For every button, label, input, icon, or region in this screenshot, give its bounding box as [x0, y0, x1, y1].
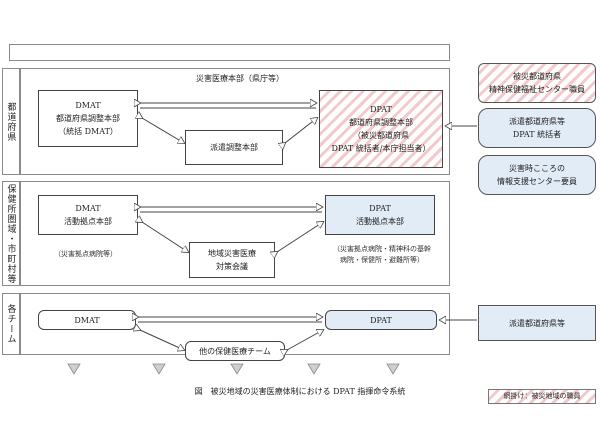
section-label-prefecture: 都道府県	[2, 68, 20, 175]
mental-support-center-box: 災害時こころの 情報支援センター要員	[478, 155, 596, 195]
arrow-b2-diag-left	[142, 222, 188, 252]
dpat-activity-hq-line1: DPAT	[369, 204, 391, 213]
regional-disaster-council-line2: 対策会議	[216, 262, 248, 271]
affected-prefecture-staff-line1: 被災都道府県	[513, 72, 561, 81]
affected-prefecture-staff-line2: 精神保健福祉センター職員	[489, 85, 585, 94]
dispatch-coordination-hq-box: 派遣調整本部	[185, 130, 283, 165]
dispatching-prefecture-dpat-lead-line1: 派遣都道府県等	[509, 117, 565, 126]
section-label-prefecture-text: 都道府県	[5, 101, 16, 142]
dmat-team-label: DMAT	[74, 315, 100, 325]
dispatching-prefecture-team-label: 派遣都道府県等	[509, 318, 565, 328]
arrow-b3-diag-right	[287, 330, 323, 350]
dpat-prefectural-hq-line1: DPAT	[370, 105, 392, 114]
arrow-b2-diag-right	[277, 222, 323, 252]
dpat-prefectural-hq-line2: 都道府県調整本部	[349, 118, 413, 127]
other-medical-teams-label: 他の保健医療チーム	[199, 346, 271, 356]
mental-support-center-line1: 災害時こころの	[509, 164, 565, 173]
legend-box: 網掛け：被災地域の職員	[488, 389, 596, 404]
dmat-activity-hq-line1: DMAT	[75, 204, 101, 213]
section-label-health-area-text: 保健所圏域・市町村等	[5, 183, 16, 284]
dmat-prefectural-hq-line2: 都道府県調整本部	[56, 114, 120, 123]
top-bar	[9, 44, 450, 61]
dispatching-prefecture-dpat-lead-box: 派遣都道府県等 DPAT 統括者	[478, 108, 596, 148]
arrow-b1-diag-left	[142, 118, 184, 143]
dpat-team-box: DPAT	[325, 310, 437, 330]
dpat-activity-hq-box: DPAT 活動拠点本部	[325, 195, 435, 235]
down-arrow-1	[67, 363, 81, 375]
down-arrow-2	[152, 363, 166, 375]
dmat-prefectural-hq-line3: （統括 DMAT）	[58, 127, 118, 136]
dmat-prefectural-hq-box: DMAT 都道府県調整本部 （統括 DMAT）	[38, 90, 138, 147]
dpat-activity-hq-note: （災害拠点病院・精神科の基幹 病院・保健所・避難所等）	[318, 244, 446, 266]
legend-label: 網掛け：被災地域の職員	[503, 392, 581, 400]
arrow-b1-diag-right	[285, 118, 317, 143]
down-arrow-5	[386, 363, 400, 375]
dispatching-prefecture-dpat-lead-line2: DPAT 統括者	[512, 130, 562, 139]
dmat-activity-hq-box: DMAT 活動拠点本部	[38, 195, 138, 235]
regional-disaster-council-line1: 地域災害医療	[208, 249, 256, 258]
dmat-prefectural-hq-line1: DMAT	[75, 101, 101, 110]
affected-prefecture-staff-box: 被災都道府県 精神保健福祉センター職員	[478, 63, 596, 103]
dpat-activity-hq-note-line1: （災害拠点病院・精神科の基幹	[333, 245, 431, 253]
section-label-teams: 各チーム	[2, 293, 20, 355]
dispatching-prefecture-team-box: 派遣都道府県等	[478, 305, 596, 341]
dpat-prefectural-hq-box: DPAT 都道府県調整本部 （被災都道府県 DPAT 統括者/本庁担当者）	[319, 90, 443, 168]
dispatch-coordination-hq-label: 派遣調整本部	[210, 143, 258, 152]
band-prefecture-header: 災害医療本部（県庁等）	[196, 74, 284, 83]
dmat-activity-hq-note: （災害拠点病院等）	[54, 250, 117, 258]
arrow-b3-diag-left	[140, 330, 184, 350]
down-arrow-3	[230, 363, 244, 375]
dmat-activity-hq-line2: 活動拠点本部	[64, 217, 112, 226]
mental-support-center-line2: 情報支援センター要員	[497, 177, 577, 186]
dpat-prefectural-hq-line4: DPAT 統括者/本庁担当者）	[331, 144, 431, 153]
down-arrow-4	[307, 363, 321, 375]
dpat-activity-hq-line2: 活動拠点本部	[356, 217, 404, 226]
dpat-team-label: DPAT	[370, 315, 392, 325]
figure-caption: 図 被災地域の災害医療体制における DPAT 指揮命令系統	[194, 387, 406, 396]
regional-disaster-council-box: 地域災害医療 対策会議	[189, 242, 275, 278]
section-label-teams-text: 各チーム	[5, 304, 16, 344]
section-label-health-area: 保健所圏域・市町村等	[2, 181, 20, 286]
dpat-prefectural-hq-line3: （被災都道府県	[353, 131, 409, 140]
dpat-activity-hq-note-line2: 病院・保健所・避難所等）	[340, 256, 424, 264]
